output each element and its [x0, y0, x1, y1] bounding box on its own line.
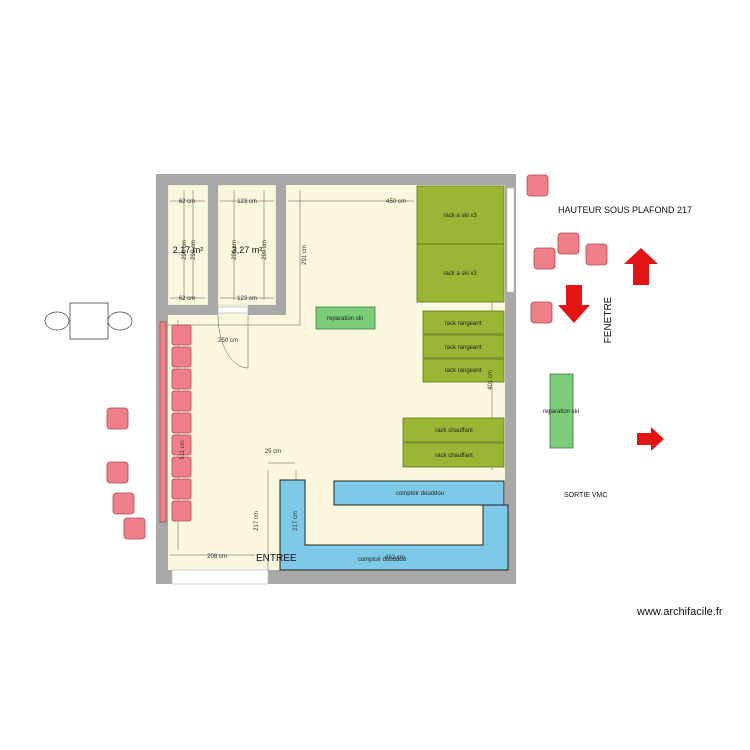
- chair: [123, 517, 146, 540]
- chair: [171, 368, 192, 390]
- chair: [585, 243, 608, 266]
- wall-partition-1: [208, 185, 218, 315]
- wall-bottom-left: [156, 570, 172, 584]
- dim-401: 401 cm: [488, 370, 494, 390]
- dim-511: 511 cm: [180, 440, 186, 459]
- chair: [171, 434, 192, 456]
- chair: [171, 346, 192, 368]
- comptoir-2: [279, 479, 509, 571]
- chair: [171, 324, 192, 346]
- wall-room2-bottom: [248, 305, 286, 315]
- rack-rangeant-2-label: rack rangeant: [445, 345, 482, 351]
- rack-rangeant-1: [422, 310, 505, 335]
- rack-chauffant-2: [402, 442, 505, 468]
- chair: [112, 492, 135, 515]
- dim-462: 462 cm: [385, 555, 405, 561]
- dim-217-a: 217 cm: [254, 511, 260, 531]
- room-1-floor: [167, 184, 209, 306]
- dim-450: 450 cm: [386, 199, 406, 205]
- door-frame: [217, 306, 249, 314]
- rack-ski-2: [416, 243, 505, 303]
- rack-rangeant-1-label: rack rangeant: [445, 321, 482, 327]
- arrow-up-icon: [624, 248, 658, 285]
- chair: [171, 412, 192, 434]
- dim-62-top: 62 cm: [179, 199, 195, 205]
- rack-chauffant-1-label: rack chauffant: [435, 428, 473, 434]
- rack-rangeant-2: [422, 334, 505, 359]
- dim-250: 250 cm: [218, 338, 238, 344]
- wall-right: [505, 174, 516, 584]
- window: [506, 187, 515, 293]
- dim-290-d: 290 cm: [262, 240, 268, 260]
- wall-bottom-right: [268, 570, 516, 584]
- comptoir-1: [333, 480, 505, 506]
- dim-25: 25 cm: [265, 449, 281, 455]
- reparation-ski-outside: [549, 373, 574, 449]
- chair: [106, 461, 129, 484]
- chair: [171, 390, 192, 412]
- dim-290-c: 290 cm: [232, 240, 238, 260]
- arrow-down-icon: [558, 285, 590, 323]
- chair: [106, 407, 129, 430]
- dim-123-top: 123 cm: [237, 199, 257, 205]
- room-1-area: 2,17 m²: [173, 245, 204, 255]
- watermark[interactable]: www.archifacile.fr: [636, 606, 723, 618]
- room-2-area: 3,27 m²: [232, 245, 263, 255]
- dim-208: 208 cm: [207, 554, 227, 560]
- chair: [557, 232, 580, 255]
- rack-ski-2-label: rack a ski x3: [443, 271, 477, 277]
- chair: [171, 478, 192, 500]
- rack-rangeant-3: [422, 358, 505, 383]
- dim-290-a: 290 cm: [182, 240, 188, 260]
- rack-chauffant-2-label: rack chauffant: [435, 453, 473, 459]
- entrance-gap: [171, 569, 269, 585]
- wall-top: [156, 174, 516, 185]
- chair: [530, 301, 553, 324]
- rack-chauffant-1: [402, 417, 505, 443]
- dim-291: 291 cm: [302, 245, 308, 265]
- chair: [526, 174, 549, 197]
- dim-123-bottom: 123 cm: [237, 296, 257, 302]
- reparation-ski-inside-label: reparation ski: [327, 316, 363, 322]
- dim-217-b: 217 cm: [293, 511, 299, 531]
- entree-label: ENTREE: [256, 553, 297, 564]
- chair: [171, 500, 192, 522]
- table-symbol: [44, 302, 133, 340]
- arrow-right-icon: [637, 427, 664, 451]
- chair-row-edge: [159, 321, 167, 523]
- comptoir-2-label: comptoir douddou: [358, 557, 406, 563]
- rack-rangeant-3-label: rack rangeant: [445, 368, 482, 374]
- reparation-ski-outside-label: reparation ski: [543, 409, 579, 415]
- chair: [533, 247, 556, 270]
- reparation-ski-inside: [315, 306, 376, 330]
- wall-room1-bottom: [168, 305, 218, 315]
- rack-ski-1: [416, 185, 505, 245]
- wall-partition-2: [276, 185, 286, 315]
- comptoir-1-label: comptoir douddou: [396, 491, 444, 497]
- dim-290-b: 290 cm: [191, 240, 197, 260]
- sortie-vmc-label: SORTIE VMC: [564, 492, 607, 499]
- rack-ski-1-label: rack a ski x3: [443, 213, 477, 219]
- dim-62-bottom: 62 cm: [179, 296, 195, 302]
- fenetre-label: FENETRE: [603, 296, 614, 343]
- chair: [171, 456, 192, 478]
- ceiling-height-label: HAUTEUR SOUS PLAFOND 217: [558, 205, 692, 215]
